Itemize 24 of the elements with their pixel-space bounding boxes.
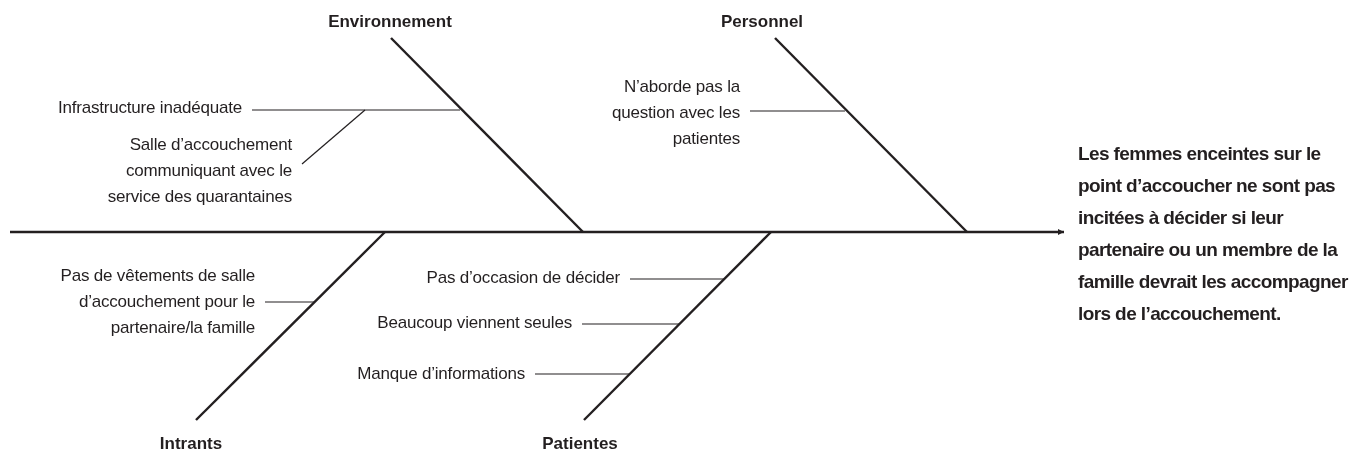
cause-label: Salle d’accouchement communiquant avec le service des quarantaines — [102, 132, 302, 210]
cause-label: Pas d’occasion de décider — [426, 265, 630, 291]
fishbone-line — [195, 231, 386, 421]
fishbone-line — [251, 109, 461, 111]
fishbone-line — [390, 37, 584, 233]
category-label: Patientes — [542, 420, 618, 454]
cause-label: Pas de vêtements de salle d’accouchement pour le partenaire/la famille — [15, 263, 265, 341]
fishbone-line — [581, 323, 680, 325]
fishbone-line — [534, 373, 630, 375]
category-label: Intrants — [159, 420, 223, 454]
fishbone-line — [301, 109, 366, 165]
spine-arrow — [10, 229, 1064, 235]
cause-label: Infrastructure inadéquate — [58, 95, 252, 121]
fishbone-line — [264, 301, 315, 303]
category-label: Environnement — [328, 12, 452, 38]
cause-label: Beaucoup viennent seules — [377, 310, 582, 336]
fishbone-line — [774, 37, 968, 233]
category-label: Personnel — [720, 12, 804, 38]
fishbone-line — [749, 110, 846, 112]
effect-statement: Les femmes enceintes sur le point d’accoucher ne sont pas incitées à décider si leur partenaire ou un membre de la famille devrait les accompagner lors de l’accouchement. — [1064, 138, 1356, 330]
fishbone-line — [583, 231, 772, 421]
cause-label: N’aborde pas la question avec les patientes — [590, 74, 750, 152]
cause-label: Manque d’informations — [357, 361, 535, 387]
fishbone-line — [629, 278, 725, 280]
